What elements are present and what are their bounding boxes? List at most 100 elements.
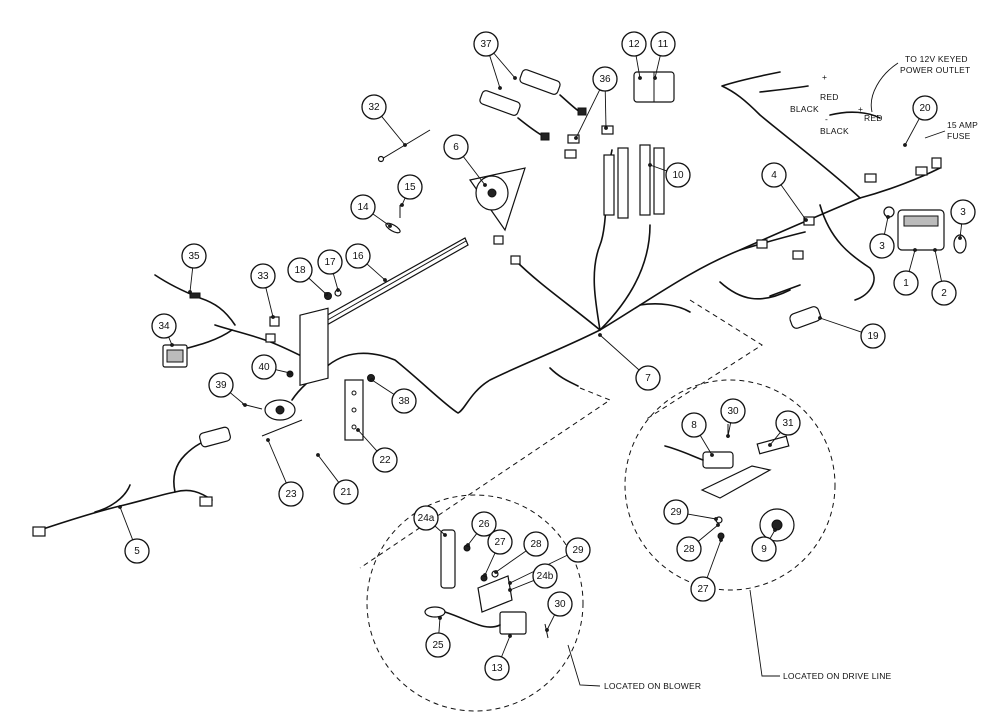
callout-leader [654,55,661,79]
callout-leader [706,539,722,578]
callout-balloon [565,537,591,563]
callout-number: 11 [658,39,669,50]
note-black-lower: BLACK [820,126,849,136]
callout-leader [635,55,641,79]
callout-number: 3 [879,241,885,252]
pulley-hub [487,188,497,198]
callout-arrowhead [710,453,714,457]
bracket-31-arm [756,435,790,455]
callout-arrowhead [170,343,174,347]
callout-14: 14 [350,194,392,228]
blower-detail-boundary [359,387,612,569]
magnet-9-bore [771,519,783,531]
fuse-connector-a [864,173,877,183]
note-minus-lower: - [825,114,828,124]
callout-leader [575,89,601,139]
callout-number: 27 [494,537,506,548]
callout-leader [780,184,807,221]
fuse-holder-lower [479,90,521,116]
callout-number: 2 [941,288,947,299]
callout-22: 22 [356,428,398,473]
callout-balloon [333,479,359,505]
callout-balloon [931,280,957,306]
callout-arrowhead [483,183,487,187]
callout-leader [546,614,556,631]
callout-24a: 24a [413,505,447,537]
callout-38: 38 [370,378,417,414]
note-outlet-line-2: POWER OUTLET [900,65,970,75]
callout-balloon [690,576,716,602]
callout-balloon [413,505,439,531]
callout-leader [509,580,535,591]
connector-33b [265,333,276,343]
callout-arrowhead [653,76,657,80]
callout-31: 31 [768,410,801,447]
callout-8: 8 [681,412,714,457]
callout-leader [366,263,386,281]
callout-leader [267,439,287,484]
callout-number: 40 [258,362,270,373]
drive-line-detail-boundary [644,299,763,421]
callout-arrowhead [886,215,890,219]
switch-connector [510,255,521,265]
callout-arrowhead [818,316,822,320]
callout-leader [599,334,640,371]
callout-6: 6 [443,134,487,187]
fuse-holder-upper [519,69,561,95]
outlet-leader [870,62,899,113]
power-terminal-c [756,239,768,249]
callout-number: 29 [572,545,584,556]
callout-number: 21 [340,487,352,498]
callout-balloon [151,313,177,339]
callout-leader [904,118,920,146]
callout-37: 37 [473,31,517,90]
callout-4: 4 [761,162,808,222]
callout-3: 3 [869,215,895,259]
bracket-22-hole-2 [351,407,357,413]
callout-arrowhead [336,288,340,292]
callout-balloon [278,481,304,507]
fuse-leader [924,130,946,139]
callout-arrowhead [288,371,292,375]
callout-leader [484,552,496,576]
callout-40: 40 [251,354,292,380]
callout-balloon [391,388,417,414]
callout-arrowhead [933,248,937,252]
sensor-probe [769,284,801,297]
callout-arrowhead [266,438,270,442]
harness-branch-relays [599,224,651,331]
drive-line-note-leader [749,589,780,677]
callout-balloon [208,372,234,398]
callout-7: 7 [598,333,661,391]
callout-balloon [250,263,276,289]
callout-balloon [532,563,558,589]
callout-balloon [893,270,919,296]
callout-arrowhead [598,333,602,337]
callout-number: 10 [672,170,684,181]
callout-leader [371,379,395,395]
sensor-13 [499,611,527,635]
callout-number: 31 [782,418,794,429]
callout-leader [604,90,607,129]
cable-5-plug-left [32,526,46,537]
callout-11: 11 [650,31,676,80]
drive-line-detail-circle [624,379,836,591]
callout-number: 24a [418,513,435,524]
callout-number: 32 [368,102,380,113]
note-blower: LOCATED ON BLOWER [604,681,701,691]
callout-balloon [287,257,313,283]
callout-arrowhead [118,505,122,509]
note-drive-line: LOCATED ON DRIVE LINE [783,671,892,681]
tie-strap-head [377,155,385,163]
note-red-upper: RED [820,92,839,102]
callout-leader [189,267,194,293]
callout-24b: 24b [508,563,558,592]
callout-arrowhead [400,203,404,207]
callout-balloon [397,174,423,200]
callout-leader [434,525,446,536]
callout-balloon [751,536,777,562]
callout-number: 18 [294,265,306,276]
callout-leader [381,116,406,146]
callout-balloon [912,95,938,121]
